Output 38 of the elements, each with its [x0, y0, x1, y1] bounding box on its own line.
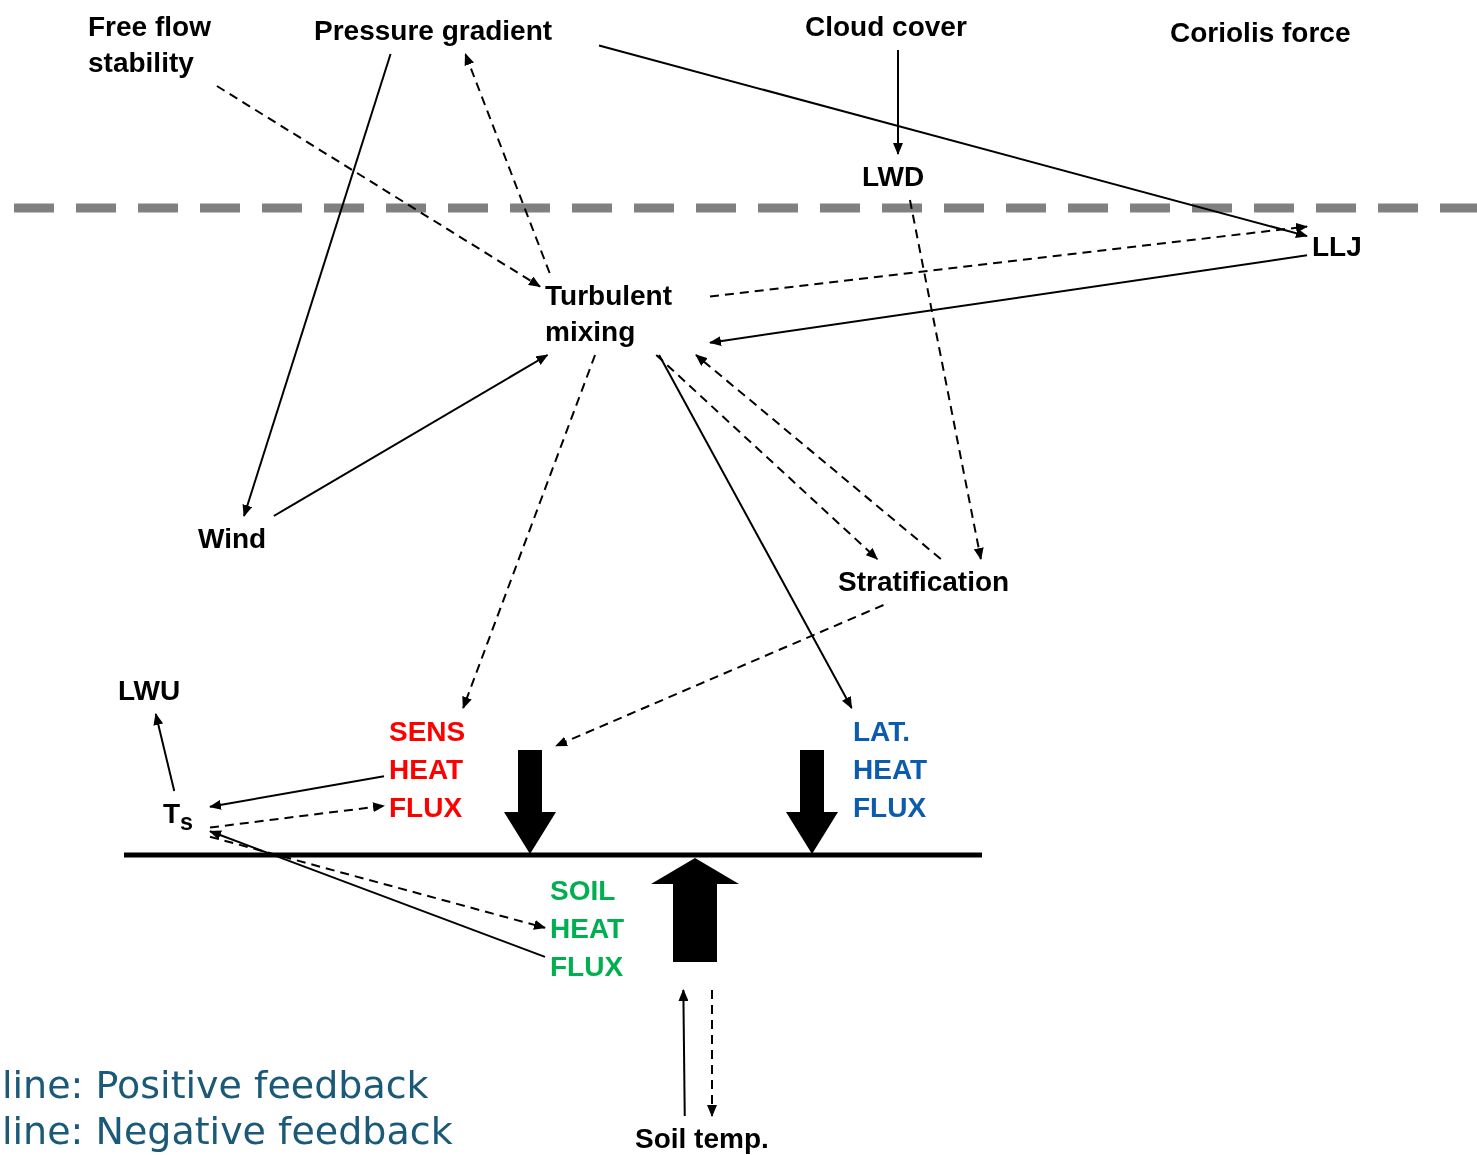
legend-note: line: Negative feedback [2, 1108, 453, 1154]
arrow [555, 604, 885, 747]
arrow [658, 354, 853, 709]
arrow [215, 85, 541, 288]
variable-label: Wind [193, 516, 285, 562]
variable-label: Soil temp. [630, 1116, 800, 1155]
arrow [707, 989, 717, 1117]
variable-label: Cloud cover [800, 4, 1000, 50]
variable-label: Coriolis force [1165, 10, 1390, 56]
arrow [908, 199, 984, 560]
arrow [242, 53, 392, 517]
arrow [209, 802, 385, 829]
variable-label: Stratification [833, 559, 1043, 605]
variable-label: Pressure gradient [309, 8, 599, 54]
flux-label: SOIL HEAT FLUX [550, 874, 626, 984]
variable-label: T$_{s}$ [158, 791, 210, 845]
arrow [462, 354, 597, 709]
arrow [893, 49, 903, 155]
legend-note: line: Positive feedback [2, 1062, 429, 1108]
variable-label: Turbulent mixing [540, 273, 710, 355]
flux-label: SENS HEAT FLUX [389, 715, 467, 825]
flux-label: LAT. HEAT FLUX [853, 715, 929, 825]
arrow [153, 713, 176, 792]
variable-label: LWU [113, 668, 198, 714]
variable-label: LWD [857, 154, 947, 200]
arrow [272, 354, 549, 517]
arrow [678, 989, 689, 1117]
arrow [655, 354, 879, 560]
arrow [709, 222, 1308, 298]
arrow [464, 53, 551, 274]
variable-label: Free flow stability [83, 4, 243, 86]
arrow [695, 354, 942, 560]
arrow [209, 830, 546, 958]
variable-label: LLJ [1307, 224, 1377, 270]
arrow [209, 835, 546, 930]
arrow [598, 44, 1308, 239]
arrow [709, 254, 1308, 347]
arrow [209, 775, 385, 810]
